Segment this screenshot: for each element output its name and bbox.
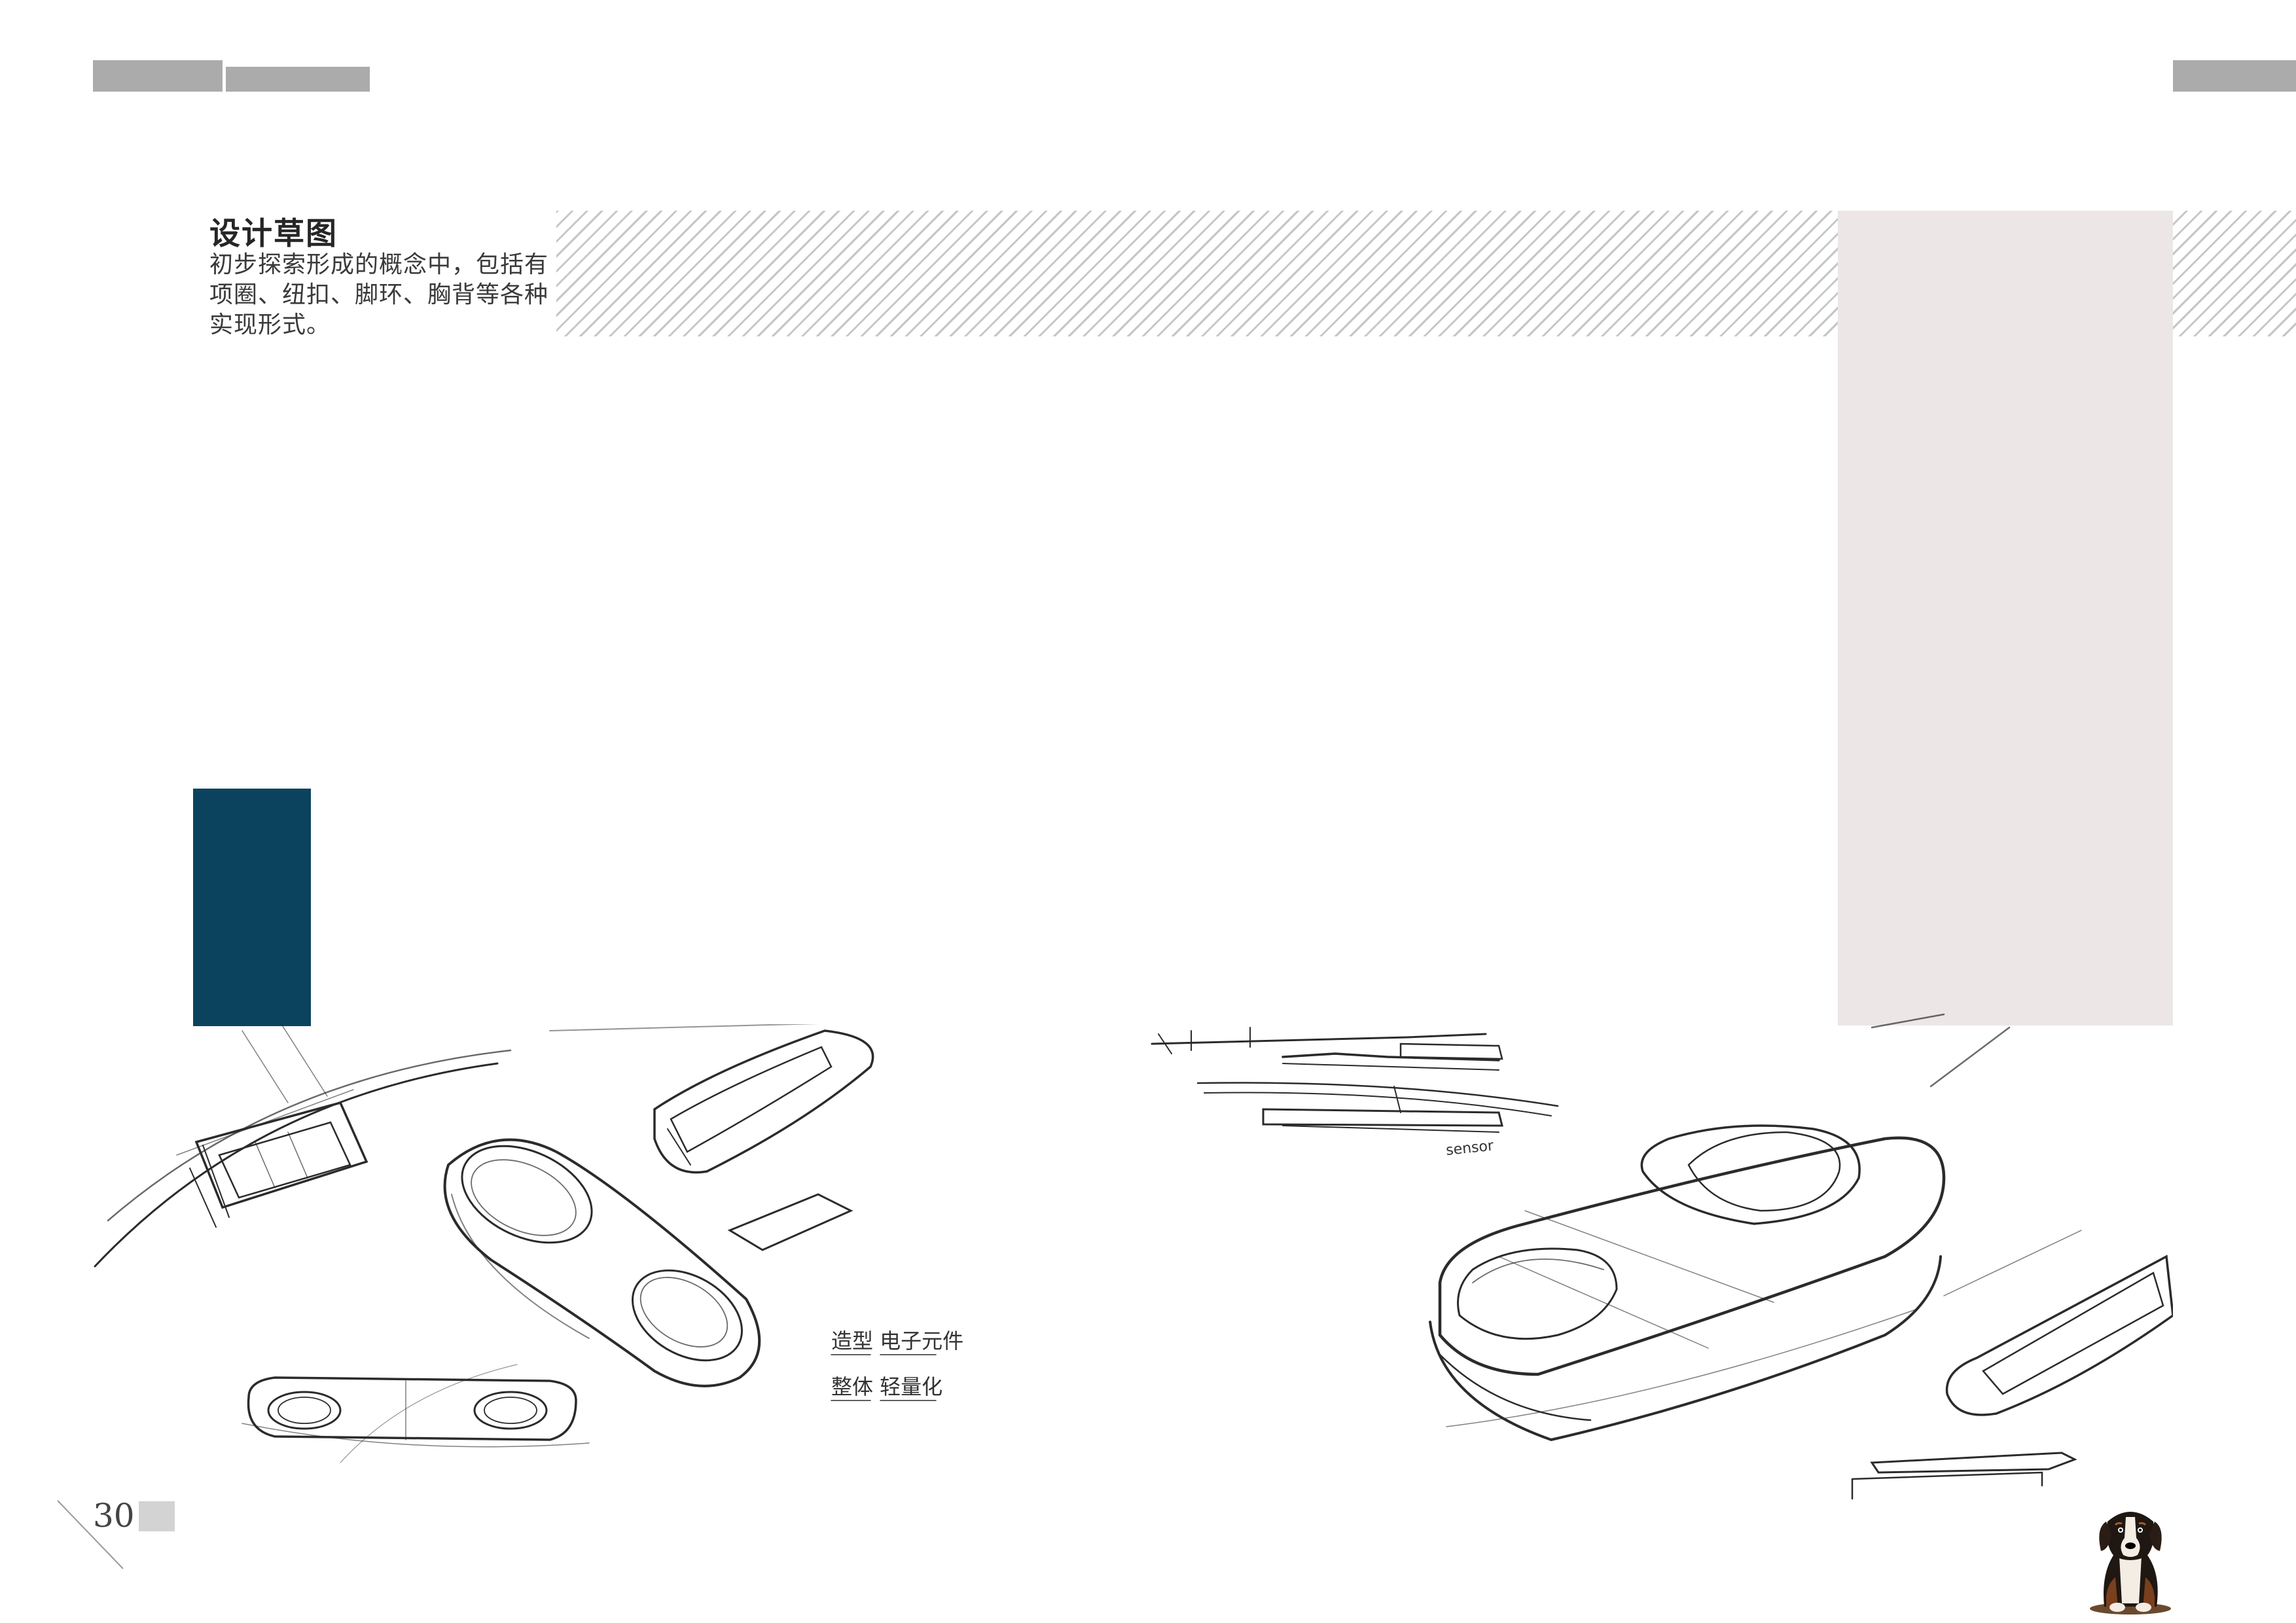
section-title: 设计草图 [209,216,338,252]
page-corner-line [57,1500,124,1569]
sketch-annotation-1: 造型 电子元件 [831,1329,963,1353]
sketch-left: 造型 电子元件 整体 轻量化 [92,1024,1001,1495]
header-bar-left [93,60,223,92]
sketch-annotation-2: 整体 轻量化 [831,1374,942,1399]
sketch-right: sensor [1132,1008,2173,1505]
sketch-annotation-sensor: sensor [1445,1137,1495,1159]
header-bar-left-secondary [226,67,370,92]
navy-accent-block [193,789,311,1026]
page-number: 30 [93,1497,135,1535]
header-bar-right [2173,60,2296,92]
section-description: 初步探索形成的概念中，包括有项圈、纽扣、脚环、胸背等各种实现形式。 [209,251,549,338]
pink-side-panel [1838,211,2173,1026]
dog-mascot-icon [2090,1512,2171,1614]
page-number-tab [139,1501,175,1531]
